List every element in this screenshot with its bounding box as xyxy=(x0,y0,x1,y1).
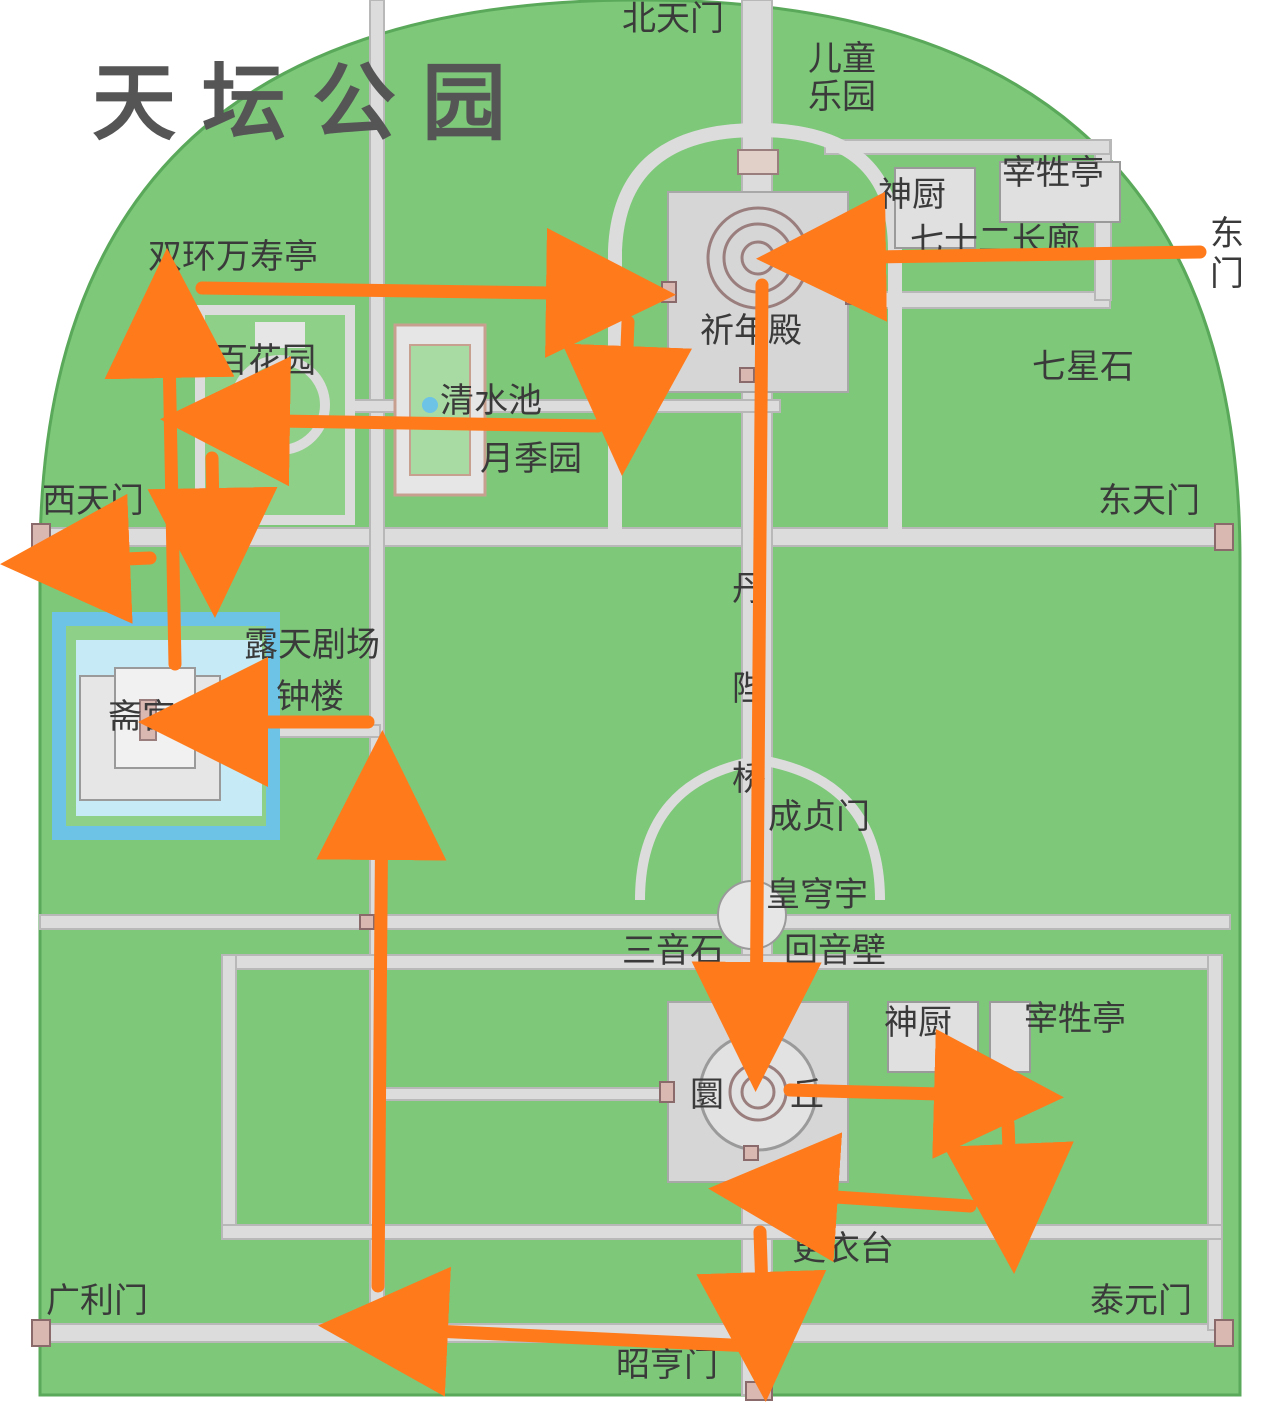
route-arrow-icon xyxy=(943,1117,1074,1274)
label-children-park-1: 儿童 xyxy=(808,39,876,79)
map-title: 天坛公园 xyxy=(92,54,532,152)
label-circular-1: 圜 xyxy=(690,1075,724,1115)
route-arrow-icon xyxy=(318,1266,759,1397)
label-chengzhen-gate: 成贞门 xyxy=(768,797,870,837)
route-arrow-icon xyxy=(708,1132,977,1263)
route-arrow-icon xyxy=(691,278,822,1092)
route-arrow-icon xyxy=(0,493,157,624)
route-arrow-icon xyxy=(783,1028,1064,1159)
route-arrow-icon xyxy=(756,191,1207,322)
label-west-gate: 西天门 xyxy=(42,481,144,521)
label-double-ring-pavilion: 双环万寿亭 xyxy=(148,237,318,277)
label-echo-stones: 三音石 xyxy=(622,931,724,971)
label-divine-kitchen-s: 神厨 xyxy=(884,1003,952,1043)
route-arrow-icon xyxy=(160,356,605,487)
label-east-gate-1: 东 xyxy=(1210,214,1244,254)
label-east-heaven-gate: 东天门 xyxy=(1098,481,1200,521)
label-bell-tower: 钟楼 xyxy=(276,677,344,717)
label-rose-garden: 月季园 xyxy=(480,439,582,479)
route-arrow-icon xyxy=(147,451,278,618)
north-kitchen-complex xyxy=(894,167,976,249)
route-arrow-icon xyxy=(562,315,693,476)
tour-route xyxy=(0,191,1207,1402)
label-imperial-vault: 皇穹宇 xyxy=(766,875,868,915)
label-slaughter-pavilion-n: 宰牲亭 xyxy=(1002,153,1104,193)
label-hundred-flower-garden: 百花园 xyxy=(214,341,316,381)
label-fasting-palace: 斋宫 xyxy=(108,697,176,737)
route-arrow-icon xyxy=(316,730,447,1293)
robe-terrace xyxy=(803,1213,821,1231)
label-slaughter-pavilion-s: 宰牲亭 xyxy=(1024,999,1126,1039)
route-arrow-icon xyxy=(104,248,235,671)
label-taiyuan-gate: 泰元门 xyxy=(1090,1281,1192,1321)
label-echo-wall: 回音壁 xyxy=(784,931,886,971)
label-open-theater: 露天剧场 xyxy=(244,625,380,665)
route-arrow-icon xyxy=(195,227,676,358)
label-jade-pool: 清水池 xyxy=(440,381,542,421)
label-guangli-gate: 广利门 xyxy=(46,1281,148,1321)
label-prayer-hall: 祈年殿 xyxy=(700,311,802,351)
label-children-park-2: 乐园 xyxy=(808,77,876,117)
label-divine-kitchen-n: 神厨 xyxy=(878,175,946,215)
label-robe-terrace: 更衣台 xyxy=(792,1229,894,1269)
route-arrow-icon xyxy=(696,1225,827,1402)
label-seven-star-stone: 七星石 xyxy=(1032,347,1134,387)
label-north-gate: 北天门 xyxy=(622,0,724,39)
label-east-gate-2: 门 xyxy=(1210,254,1244,294)
label-zhaoheng-gate: 昭亨门 xyxy=(616,1345,718,1385)
